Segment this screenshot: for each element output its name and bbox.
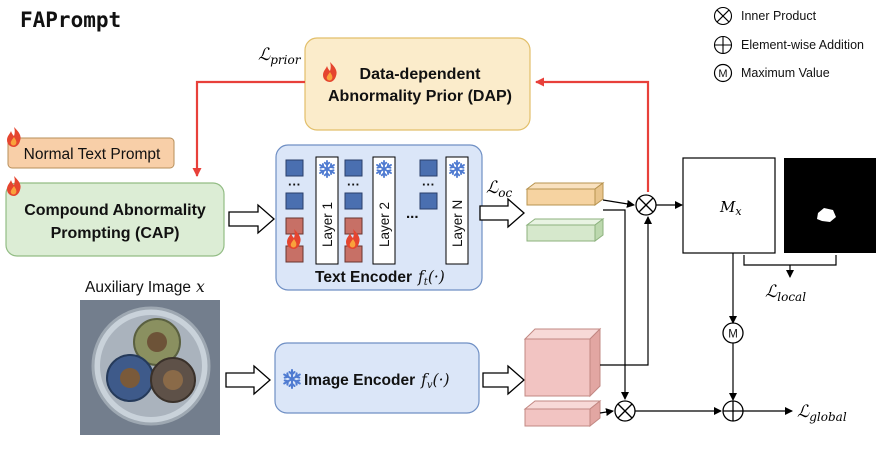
trainable-flame-icon <box>7 176 21 196</box>
mask-blob <box>817 208 836 222</box>
cap-label-line2: Prompting (CAP) <box>51 225 180 242</box>
cap-label-line1: Compound Abnormality <box>24 202 206 219</box>
auxiliary-image <box>80 300 220 435</box>
image-patch-feature <box>523 327 602 398</box>
dap-module <box>304 37 531 131</box>
cap-module <box>5 182 225 257</box>
dap-label-line1: Data-dependent <box>360 66 482 83</box>
normal-text-prompt <box>7 137 175 169</box>
hollow-arrow-encoder-to-image-features <box>482 364 525 396</box>
maximum-value-symbol: M <box>718 68 727 80</box>
hollow-arrow-image-to-encoder <box>225 364 271 396</box>
legend: Inner Product Element-wise Addition M Ma… <box>713 6 864 83</box>
svg-text:···: ··· <box>288 177 301 192</box>
svg-text:···: ··· <box>422 177 435 192</box>
abnormal-text-feature <box>525 218 605 242</box>
loss-local: ℒlocal <box>765 282 806 304</box>
image-encoder-module <box>274 342 480 414</box>
svg-text:···: ··· <box>347 177 360 192</box>
normal-text-feature <box>525 182 605 206</box>
inner-product-node <box>614 400 636 422</box>
inner-product-node <box>635 194 657 216</box>
arrow-dap-to-cap <box>192 80 305 177</box>
legend-element-wise-addition: Element-wise Addition <box>741 38 864 52</box>
layers-ellipsis: ... <box>406 205 419 222</box>
inner-product-icon <box>713 6 733 26</box>
maximum-node-symbol: M <box>728 329 738 341</box>
element-wise-addition-node <box>722 400 744 422</box>
dap-label-line2: Abnormality Prior (DAP) <box>328 88 512 105</box>
layer-2 <box>372 156 396 265</box>
element-wise-addition-icon <box>713 35 733 55</box>
arrow-to-dap <box>535 77 650 192</box>
legend-inner-product: Inner Product <box>741 9 817 23</box>
image-global-feature <box>523 399 602 428</box>
layer-1 <box>315 156 339 265</box>
loss-global: ℒglobal <box>797 402 847 424</box>
diagram-title: FAPrompt <box>20 8 121 32</box>
layer-2-label: Layer 2 <box>377 202 392 247</box>
loss-oc: ℒoc <box>486 178 512 200</box>
loss-prior: ℒprior <box>258 45 302 67</box>
layer-n <box>445 156 469 265</box>
anomaly-map <box>682 157 776 254</box>
maximum-value-icon <box>713 63 733 83</box>
normal-text-prompt-label: Normal Text Prompt <box>24 146 161 163</box>
local-bracket <box>743 255 837 266</box>
trainable-flame-icon <box>7 127 21 147</box>
hollow-arrow-cap-to-encoder <box>228 203 275 235</box>
layer-1-label: Layer 1 <box>320 202 335 247</box>
legend-maximum-value: Maximum Value <box>741 66 830 80</box>
hollow-arrow-encoder-to-text-features <box>479 197 525 229</box>
layer-n-label: Layer N <box>450 200 465 247</box>
ground-truth-mask <box>784 158 876 253</box>
